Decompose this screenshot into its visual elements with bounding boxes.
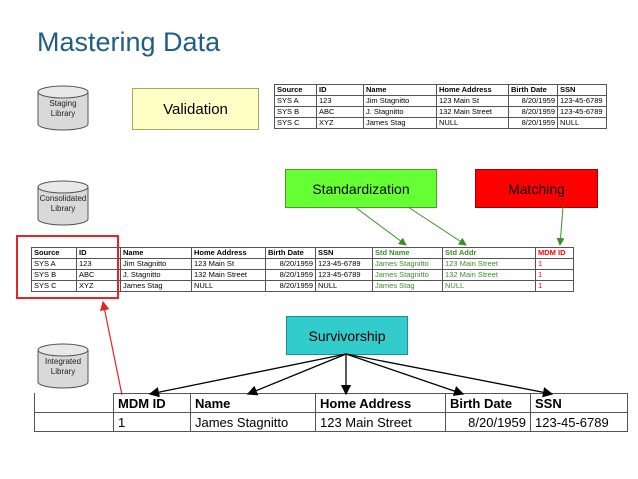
table-cell: 8/20/1959: [265, 280, 316, 292]
matching-step: Matching: [475, 169, 598, 208]
table-row: SYS C XYZ James Stag NULL 8/20/1959 NULL: [274, 117, 607, 129]
library-label: Library: [50, 204, 76, 213]
std-addr-arrow: [407, 206, 467, 246]
survivorship-arrow: [345, 353, 554, 398]
std-name-arrow: [354, 206, 407, 246]
table-row: SYS B ABC J. Stagnitto 132 Main Street 8…: [274, 106, 607, 118]
consolidated-table: Source ID Name Home Address Birth Date S…: [31, 247, 574, 292]
survivorship-arrow: [148, 353, 347, 398]
staging-library-cylinder: Staging Library: [37, 85, 89, 131]
table-cell: NULL: [191, 280, 266, 292]
validation-step: Validation: [132, 88, 259, 130]
library-label: Staging: [49, 99, 77, 108]
integrated-table: MDM ID Name Home Address Birth Date SSN …: [34, 393, 628, 432]
survivorship-arrow: [246, 353, 347, 396]
standardization-step: Standardization: [285, 169, 437, 208]
column-header: Home Address: [315, 393, 446, 413]
table-cell: 123 Main Street: [315, 412, 446, 432]
table-cell: NULL: [557, 117, 607, 129]
column-header: MDM ID: [113, 393, 191, 413]
survivorship-step: Survivorship: [286, 316, 408, 355]
library-label: Library: [50, 109, 76, 118]
slide-title: Mastering Data: [37, 27, 221, 57]
mdm-id-arrow: [556, 206, 565, 246]
table-header-row: MDM ID Name Home Address Birth Date SSN: [34, 393, 628, 413]
table-cell: 8/20/1959: [445, 412, 531, 432]
table-cell: XYZ: [316, 117, 364, 129]
library-label: Consolidated: [39, 194, 87, 203]
table-row: SYS C XYZ James Stag NULL 8/20/1959 NULL…: [31, 280, 574, 292]
survivorship-arrow: [345, 353, 465, 396]
library-label: Library: [50, 367, 76, 376]
database-icon: [37, 343, 89, 389]
database-icon: [37, 85, 89, 131]
highlight-box: [16, 235, 119, 299]
table-cell: James Stagnitto: [190, 412, 316, 432]
database-icon: [37, 180, 89, 226]
lineage-arrow: [99, 300, 123, 396]
table-cell: NULL: [442, 280, 536, 292]
table-row: SYS A 123 Jim Stagnitto 123 Main St 8/20…: [31, 258, 574, 270]
table-cell: 123-45-6789: [530, 412, 628, 432]
table-cell: 1: [535, 280, 574, 292]
table-cell: NULL: [436, 117, 509, 129]
staging-table: Source ID Name Home Address Birth Date S…: [274, 84, 607, 129]
column-header: Birth Date: [445, 393, 531, 413]
consolidated-library-cylinder: Consolidated Library: [37, 180, 89, 226]
table-cell: SYS C: [31, 280, 77, 292]
library-label: Integrated: [44, 357, 82, 366]
table-row: 1 James Stagnitto 123 Main Street 8/20/1…: [34, 412, 628, 432]
integrated-library-cylinder: Integrated Library: [37, 343, 89, 389]
